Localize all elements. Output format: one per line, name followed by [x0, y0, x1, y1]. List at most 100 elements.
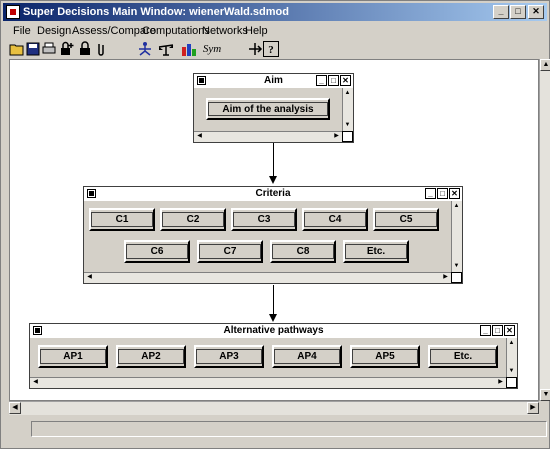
scroll-right-icon[interactable]: ▶ [334, 133, 339, 139]
open-folder-icon[interactable] [9, 41, 25, 57]
cluster-close-button[interactable]: ✕ [504, 325, 515, 336]
cluster-minimize-button[interactable]: _ [316, 75, 327, 86]
scroll-up-icon[interactable]: ▲ [540, 59, 550, 71]
node-c2[interactable]: C2 [160, 208, 226, 231]
scroll-down-icon[interactable]: ▼ [344, 122, 351, 128]
scroll-left-icon[interactable]: ◀ [9, 402, 21, 414]
cluster-maximize-button[interactable]: □ [328, 75, 339, 86]
scroll-left-icon[interactable]: ◀ [197, 133, 202, 139]
cluster-resize-handle[interactable] [451, 272, 462, 283]
connector-arrow-icon [269, 314, 277, 322]
cluster-resize-handle[interactable] [342, 131, 353, 142]
bar-chart-icon[interactable] [181, 41, 197, 57]
menu-file[interactable]: File [13, 25, 31, 37]
node-ap5[interactable]: AP5 [350, 345, 420, 368]
scroll-down-icon[interactable]: ▼ [453, 263, 460, 269]
cluster-close-button[interactable]: ✕ [340, 75, 351, 86]
status-bar [31, 421, 547, 437]
close-button[interactable]: ✕ [528, 5, 544, 19]
scroll-down-icon[interactable]: ▼ [508, 368, 515, 374]
cluster-aim-body: Aim of the analysis [194, 88, 342, 131]
sym-icon[interactable]: Sym [202, 43, 222, 55]
cluster-criteria-body: C1 C2 C3 C4 C5 C6 C7 C8 Etc. [84, 201, 451, 272]
cluster-menu-icon[interactable] [33, 326, 42, 335]
node-ap3[interactable]: AP3 [194, 345, 264, 368]
node-ap4[interactable]: AP4 [272, 345, 342, 368]
scroll-right-icon[interactable]: ▶ [498, 379, 503, 385]
title-bar[interactable]: Super Decisions Main Window: wienerWald.… [3, 3, 547, 21]
menu-help[interactable]: Help [245, 25, 268, 37]
menu-design[interactable]: Design [37, 25, 72, 37]
cluster-minimize-button[interactable]: _ [480, 325, 491, 336]
scroll-up-icon[interactable]: ▲ [344, 90, 351, 96]
node-c4[interactable]: C4 [302, 208, 368, 231]
scroll-up-icon[interactable]: ▲ [453, 203, 460, 209]
node-aim-of-analysis[interactable]: Aim of the analysis [206, 98, 330, 120]
save-icon[interactable] [25, 41, 41, 57]
scroll-up-icon[interactable]: ▲ [508, 340, 515, 346]
attach-icon[interactable] [93, 41, 109, 57]
main-vertical-scrollbar[interactable]: ▲ ▼ [539, 59, 550, 401]
node-c8[interactable]: C8 [270, 240, 336, 263]
main-horizontal-scrollbar[interactable]: ◀ ▶ [9, 401, 539, 415]
cluster-alternatives[interactable]: Alternative pathways _ □ ✕ AP1 AP2 AP3 A… [29, 323, 518, 389]
cluster-resize-handle[interactable] [506, 377, 517, 388]
menu-bar: File Design Assess/Compare Computations … [3, 23, 547, 39]
cluster-maximize-button[interactable]: □ [437, 188, 448, 199]
scroll-left-icon[interactable]: ◀ [87, 274, 92, 280]
cluster-vertical-scrollbar[interactable]: ▲ ▼ [506, 338, 517, 377]
cluster-criteria-title-bar[interactable]: Criteria _ □ ✕ [84, 187, 462, 202]
connector-line [273, 285, 274, 315]
balance-icon[interactable] [158, 41, 174, 57]
cluster-criteria-title: Criteria [255, 188, 291, 199]
cluster-aim-title-bar[interactable]: Aim _ □ ✕ [194, 74, 353, 89]
print-icon[interactable] [41, 41, 57, 57]
cluster-horizontal-scrollbar[interactable]: ◀ ▶ [194, 131, 342, 142]
cluster-maximize-button[interactable]: □ [492, 325, 503, 336]
cluster-minimize-button[interactable]: _ [425, 188, 436, 199]
cluster-menu-icon[interactable] [87, 189, 96, 198]
maximize-button[interactable]: □ [510, 5, 526, 19]
node-alt-etc[interactable]: Etc. [428, 345, 498, 368]
node-c3[interactable]: C3 [231, 208, 297, 231]
window-title: Super Decisions Main Window: wienerWald.… [23, 6, 289, 18]
cluster-criteria[interactable]: Criteria _ □ ✕ C1 C2 C3 C4 C5 C6 C7 C8 E… [83, 186, 463, 284]
node-c7[interactable]: C7 [197, 240, 263, 263]
cluster-vertical-scrollbar[interactable]: ▲ ▼ [342, 88, 353, 131]
network-canvas[interactable]: Aim _ □ ✕ Aim of the analysis ▲ ▼ ◀ ▶ [9, 59, 539, 401]
cluster-vertical-scrollbar[interactable]: ▲ ▼ [451, 201, 462, 272]
cluster-close-button[interactable]: ✕ [449, 188, 460, 199]
node-ap2[interactable]: AP2 [116, 345, 186, 368]
connector-line [273, 143, 274, 177]
node-c1[interactable]: C1 [89, 208, 155, 231]
network-icon[interactable] [137, 41, 153, 57]
app-icon [6, 5, 20, 19]
cluster-alternatives-title: Alternative pathways [223, 325, 324, 336]
node-etc[interactable]: Etc. [343, 240, 409, 263]
lock-icon[interactable] [77, 41, 93, 57]
cluster-horizontal-scrollbar[interactable]: ◀ ▶ [84, 272, 451, 283]
menu-networks[interactable]: Networks [202, 25, 248, 37]
cluster-alternatives-body: AP1 AP2 AP3 AP4 AP5 Etc. [30, 338, 506, 377]
lock-plus-icon[interactable] [59, 41, 75, 57]
cluster-alternatives-title-bar[interactable]: Alternative pathways _ □ ✕ [30, 324, 517, 339]
node-c6[interactable]: C6 [124, 240, 190, 263]
scroll-left-icon[interactable]: ◀ [33, 379, 38, 385]
node-ap1[interactable]: AP1 [38, 345, 108, 368]
cluster-aim-title: Aim [264, 75, 283, 86]
toolbar: Sym ? [3, 39, 547, 59]
pin-icon[interactable] [247, 41, 263, 57]
menu-computations[interactable]: Computations [142, 25, 210, 37]
cluster-horizontal-scrollbar[interactable]: ◀ ▶ [30, 377, 506, 388]
node-c5[interactable]: C5 [373, 208, 439, 231]
cluster-menu-icon[interactable] [197, 76, 206, 85]
help-icon[interactable]: ? [263, 41, 279, 57]
scroll-right-icon[interactable]: ▶ [527, 402, 539, 414]
cluster-aim[interactable]: Aim _ □ ✕ Aim of the analysis ▲ ▼ ◀ ▶ [193, 73, 354, 143]
minimize-button[interactable]: _ [493, 5, 509, 19]
menu-assess-compare[interactable]: Assess/Compare [72, 25, 156, 37]
scroll-right-icon[interactable]: ▶ [443, 274, 448, 280]
scroll-down-icon[interactable]: ▼ [540, 389, 550, 401]
connector-arrow-icon [269, 176, 277, 184]
